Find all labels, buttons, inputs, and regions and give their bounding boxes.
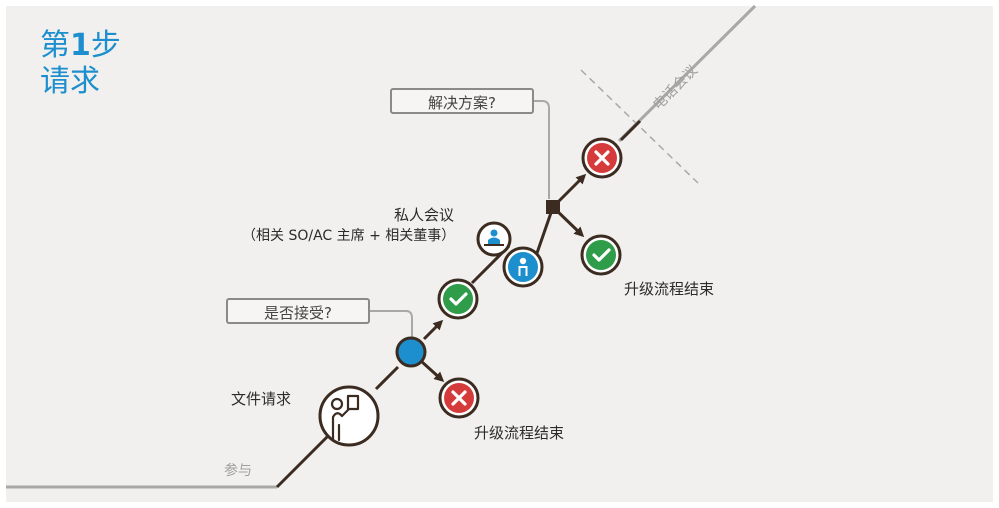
resolved-node[interactable] [580, 234, 622, 276]
main-flow-arrow-1 [422, 319, 444, 341]
cross-icon [451, 390, 467, 406]
file-request-label: 文件请求 [231, 390, 292, 408]
participation-label: 参与 [224, 463, 252, 479]
step-prefix: 第 [40, 28, 70, 63]
private-meeting-node[interactable] [476, 221, 512, 257]
main-flow-line-2 [374, 365, 400, 391]
step-subtitle: 请求 [40, 64, 100, 99]
connector-accept [370, 310, 413, 339]
extension-upper-right [617, 4, 757, 143]
step-number: 1 [70, 28, 91, 63]
conference-boundary-dashed [580, 69, 699, 184]
check-icon [449, 292, 468, 306]
step-suffix: 步 [90, 28, 121, 63]
main-flow-line-5 [619, 119, 642, 142]
cross-icon [594, 150, 610, 166]
resolution-callout: 解决方案? [390, 88, 534, 114]
file-request-node[interactable] [318, 385, 380, 447]
connector-resolution [534, 100, 550, 199]
accept-callout: 是否接受? [226, 298, 370, 324]
person-at-desk-icon [484, 229, 504, 246]
main-flow-line-4 [535, 206, 555, 254]
reject-node[interactable] [438, 377, 480, 419]
main-flow-line-1 [275, 434, 330, 489]
end-escalation-upper-label: 升级流程结束 [624, 280, 715, 298]
end-escalation-lower-label: 升级流程结束 [474, 424, 565, 442]
private-meeting-label: 私人会议 [394, 206, 455, 224]
person-standing-icon [518, 257, 528, 276]
step-title: 第1步 [40, 28, 121, 64]
check-icon [592, 248, 611, 262]
no-resolution-node[interactable] [581, 137, 623, 179]
accepted-node[interactable] [437, 278, 479, 320]
resolution-junction [546, 200, 560, 214]
meeting-participant-node[interactable] [502, 246, 544, 288]
person-presenting-icon [330, 394, 360, 442]
private-meeting-detail: （相关 SO/AC 主席 + 相关董事） [242, 228, 456, 244]
accept-decision-node[interactable] [395, 336, 427, 368]
